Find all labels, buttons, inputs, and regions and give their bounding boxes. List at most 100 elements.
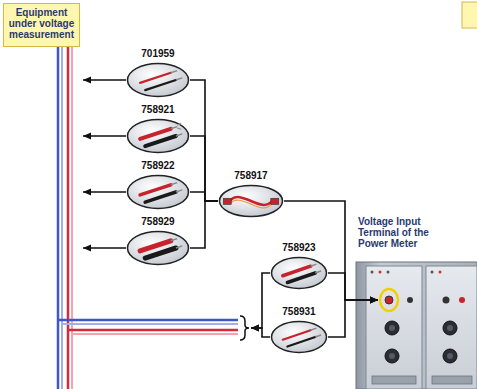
icon-part xyxy=(287,337,315,347)
bracket xyxy=(240,316,249,340)
icon-part xyxy=(176,134,182,136)
illustration-part xyxy=(389,353,395,359)
part-number: 758929 xyxy=(126,216,190,228)
accessory-ellipse: 758921 xyxy=(126,118,190,154)
illustration-part xyxy=(72,333,238,335)
illustration-part xyxy=(443,297,450,304)
accessory-ellipse: 758917 xyxy=(218,184,284,218)
ellipse-shape xyxy=(220,186,283,217)
arrowhead xyxy=(370,297,378,304)
icon-part xyxy=(223,198,231,204)
connector xyxy=(251,325,270,338)
ellipse-outline xyxy=(126,230,190,266)
illustration-part xyxy=(443,321,457,335)
icon-part xyxy=(176,246,182,248)
icon-part xyxy=(145,248,176,258)
ellipse-shape xyxy=(128,120,189,153)
icon-part xyxy=(230,200,272,208)
arrowhead xyxy=(370,297,378,304)
arrowhead xyxy=(83,77,91,84)
illustration-part xyxy=(462,2,477,28)
connector-line xyxy=(251,328,270,337)
connector xyxy=(190,80,218,201)
connector xyxy=(83,133,126,140)
part-number: 758917 xyxy=(218,170,284,182)
power-meter xyxy=(356,262,477,389)
accessory-icon xyxy=(283,328,321,346)
icon-part xyxy=(315,271,321,273)
icon-part xyxy=(287,273,315,283)
illustration-part xyxy=(366,266,422,389)
connector-line xyxy=(190,80,218,201)
accessory-icon xyxy=(283,264,321,282)
connector-line xyxy=(328,273,378,300)
illustration-part xyxy=(389,325,395,331)
connector xyxy=(83,189,126,196)
illustration-part xyxy=(57,47,60,389)
illustration-part xyxy=(439,271,442,274)
box-label: Equipment under voltage measurement xyxy=(6,7,77,40)
illustration-part xyxy=(240,316,249,340)
ellipse-outline xyxy=(270,256,328,290)
arrowhead xyxy=(83,133,91,140)
accessory-ellipse: 758931 xyxy=(270,320,328,354)
accessory-ellipse: 758923 xyxy=(270,256,328,290)
icon-part xyxy=(283,330,311,340)
illustration-part xyxy=(61,47,63,389)
connector xyxy=(190,136,218,201)
ellipse-shape xyxy=(128,232,189,265)
connector xyxy=(251,273,270,332)
illustration-part xyxy=(407,297,413,303)
arrowhead xyxy=(83,245,91,252)
connector-line xyxy=(251,273,270,328)
connector xyxy=(83,77,126,84)
connector-line xyxy=(190,201,218,248)
accessory-icon xyxy=(140,123,182,146)
icon-part xyxy=(177,123,181,129)
equipment-box: Equipment under voltage measurement xyxy=(3,3,80,47)
icon-part xyxy=(315,335,321,337)
illustration-part xyxy=(387,271,390,274)
icon-part xyxy=(311,264,317,266)
illustration-part xyxy=(447,353,453,359)
ellipse-shape xyxy=(272,258,327,289)
icon-part xyxy=(171,183,177,185)
illustration-part xyxy=(68,329,238,332)
icon-part xyxy=(145,80,176,90)
ellipse-outline xyxy=(126,118,190,154)
accessory-ellipse: 758922 xyxy=(126,174,190,210)
icon-part xyxy=(176,78,182,80)
connector-line xyxy=(190,136,218,201)
illustration-part xyxy=(447,325,453,331)
illustration-part xyxy=(380,289,398,311)
connector xyxy=(328,297,378,338)
part-number: 758931 xyxy=(270,306,328,318)
icon-part xyxy=(271,198,279,204)
illustration-part xyxy=(385,296,393,304)
accessory-icon xyxy=(140,183,182,202)
connector xyxy=(328,273,378,304)
accessory-icon xyxy=(223,197,278,208)
icon-part xyxy=(311,328,317,330)
illustration-part xyxy=(385,321,399,335)
part-number: 758922 xyxy=(126,160,190,172)
ellipse-shape xyxy=(128,176,189,209)
connector xyxy=(190,201,218,248)
icon-part xyxy=(171,239,177,241)
accessory-icon xyxy=(140,239,182,258)
connector xyxy=(190,192,218,201)
illustration-part xyxy=(372,376,416,384)
ellipse-outline xyxy=(218,184,284,218)
icon-part xyxy=(140,73,171,83)
arrowhead xyxy=(370,297,378,304)
illustration-part xyxy=(443,349,457,363)
arrowhead xyxy=(83,189,91,196)
icon-part xyxy=(171,71,177,73)
illustration-part xyxy=(426,266,477,389)
connector xyxy=(83,245,126,252)
part-number: 701959 xyxy=(126,48,190,60)
illustration-part xyxy=(385,349,399,363)
illustration-part xyxy=(371,271,374,274)
illustration-part xyxy=(62,323,238,325)
